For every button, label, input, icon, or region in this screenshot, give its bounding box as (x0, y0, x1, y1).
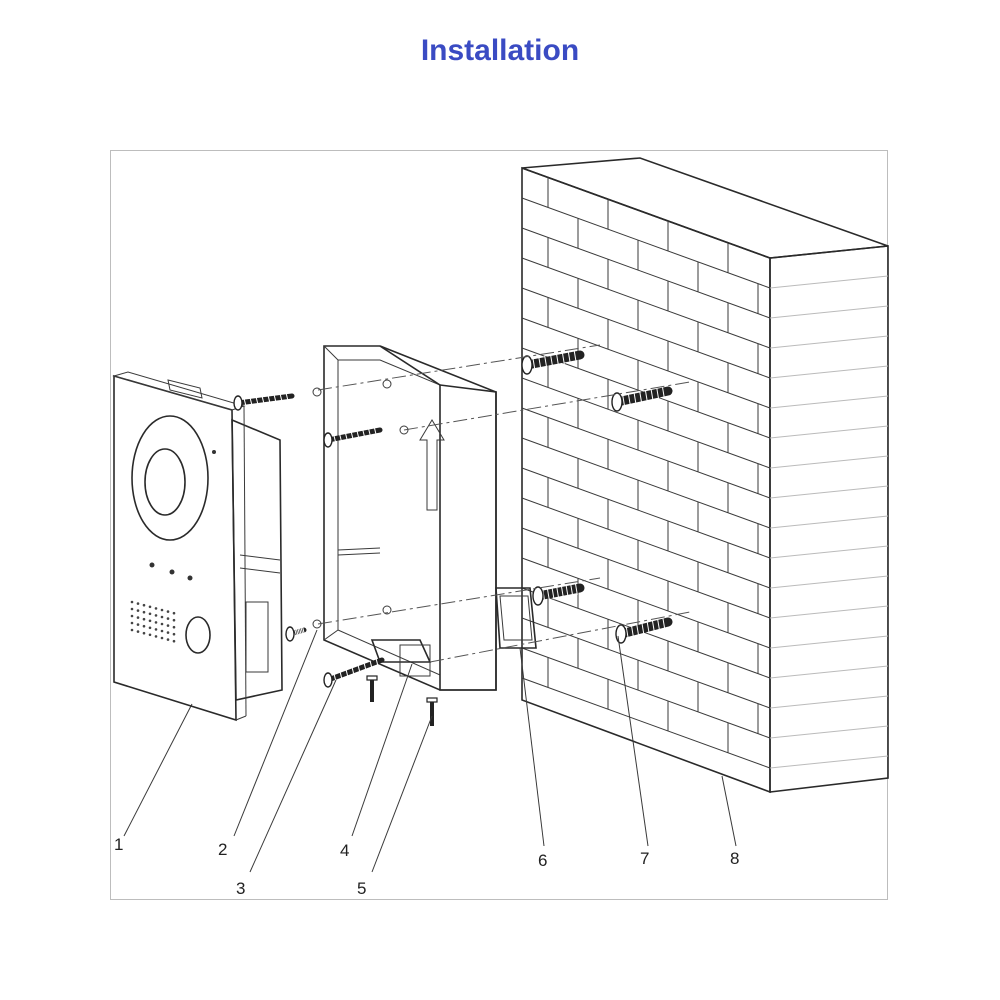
door-station (112, 371, 283, 722)
callout-2: 2 (218, 840, 227, 859)
callout-7: 7 (640, 849, 649, 868)
mounting-box (312, 345, 497, 691)
alignment-lines (317, 344, 691, 663)
page-title: Installation (420, 34, 580, 67)
callout-5: 5 (357, 879, 366, 898)
callout-8: 8 (730, 849, 739, 868)
leader-lines (123, 629, 737, 873)
callout-4: 4 (340, 841, 349, 860)
callout-3: 3 (236, 879, 245, 898)
screws (233, 350, 673, 726)
callout-6: 6 (538, 851, 547, 870)
callout-1: 1 (114, 835, 123, 854)
wall-bracket (495, 587, 537, 649)
brick-wall (521, 157, 889, 794)
